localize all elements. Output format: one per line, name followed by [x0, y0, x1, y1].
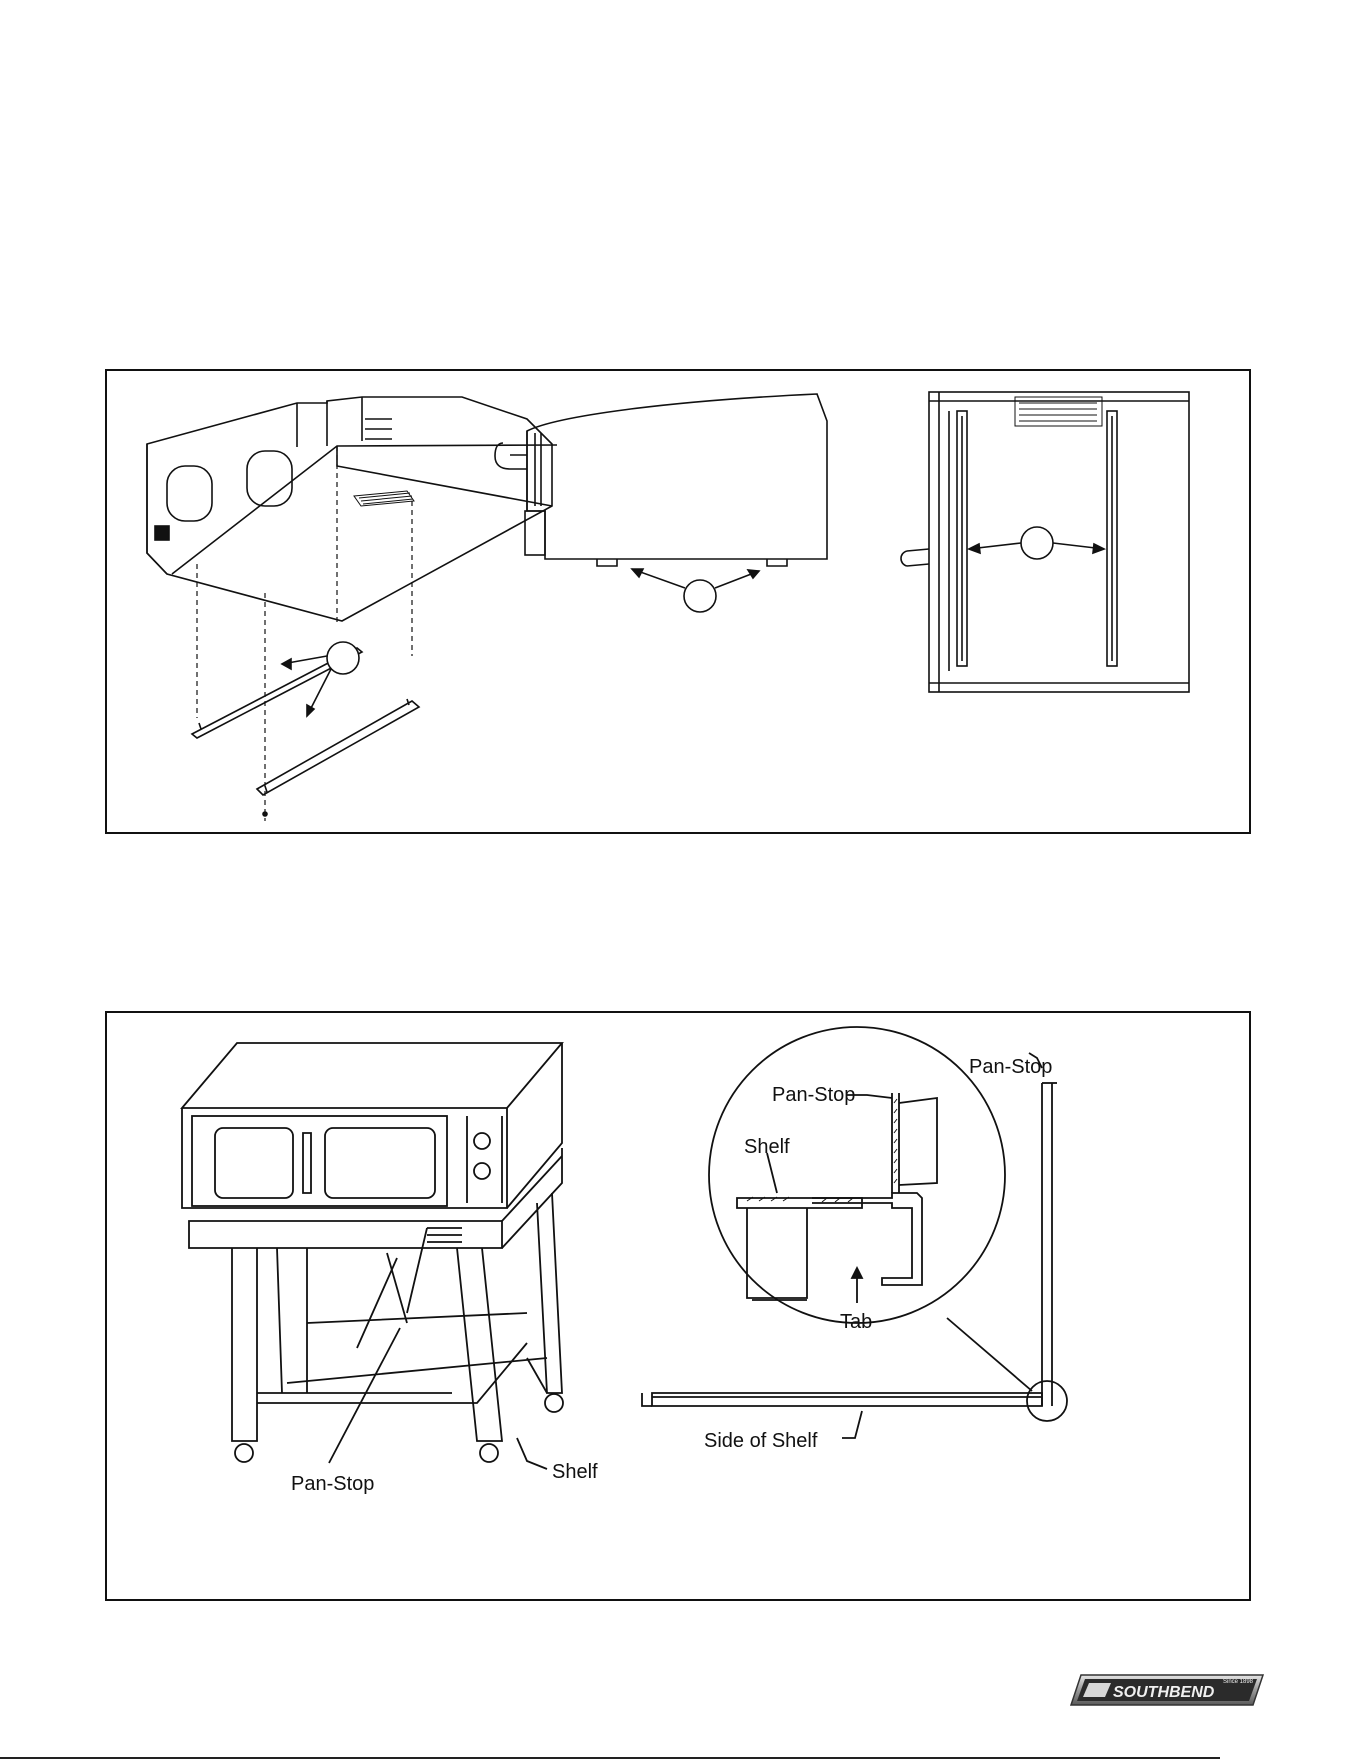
side-view [495, 394, 827, 612]
logo-since: Since 1898 [1223, 1679, 1254, 1685]
tab-label: Tab [840, 1311, 872, 1333]
base-rails-drawing [107, 371, 1249, 832]
page-bottom-rule [0, 1757, 1220, 1759]
pan-stop-label-detail: Pan-Stop [772, 1084, 855, 1106]
oven-on-stand-illustration [182, 1043, 563, 1462]
southbend-logo: SOUTHBEND Since 1898 [1067, 1671, 1267, 1709]
bottom-view [901, 392, 1189, 692]
pan-stop-drawing: Pan-Stop Shelf Pan-Stop Shelf Tab Pan-St… [107, 1013, 1249, 1599]
shelf-label-main: Shelf [552, 1461, 598, 1483]
side-of-shelf-label: Side of Shelf [704, 1430, 818, 1452]
southbend-logo-graphic: SOUTHBEND Since 1898 [1067, 1671, 1267, 1709]
pan-stop-label-side: Pan-Stop [969, 1056, 1052, 1078]
figure-2-pan-stop: Pan-Stop Shelf Pan-Stop Shelf Tab Pan-St… [105, 1011, 1251, 1601]
logo-wordmark: SOUTHBEND [1113, 1684, 1215, 1701]
side-of-shelf-illustration [642, 1053, 1067, 1438]
detail-section [737, 1093, 937, 1300]
shelf-label-detail: Shelf [744, 1136, 790, 1158]
pan-stop-label-main: Pan-Stop [291, 1473, 374, 1495]
figure-1-base-rails [105, 369, 1251, 834]
